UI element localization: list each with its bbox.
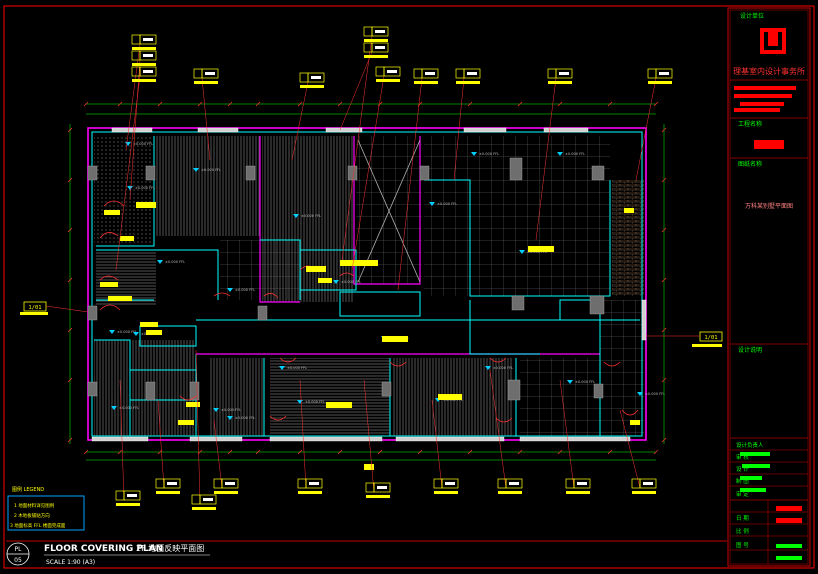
level-marker: [133, 332, 139, 336]
level-label: ±0.000 FFL: [133, 142, 153, 146]
design-label: 设 计: [736, 465, 749, 473]
legend-title: 图例 LEGEND: [12, 486, 44, 493]
plan-subtitle: 2F 地面反映平面图: [136, 543, 204, 553]
level-label: ±0.000 FFL: [221, 408, 241, 412]
level-marker: [213, 408, 219, 412]
callout-bubble: [363, 26, 373, 37]
level-marker: [637, 392, 643, 396]
level-marker: [519, 250, 525, 254]
level-label: ±0.000 FFL: [201, 168, 221, 172]
side-tag-left: 1/01: [20, 301, 89, 315]
callout-bubble: [547, 68, 557, 79]
callout-bubble: [191, 494, 201, 505]
level-marker: [557, 152, 563, 156]
legend-item: 2 木地板铺贴方向: [14, 512, 50, 519]
designer-label: 设计负责人: [736, 441, 764, 449]
callout-bubble: [297, 478, 307, 489]
legend-box: 图例 LEGEND 1 地面材料详见图例 2 木地板铺贴方向 3 地面标高 FF…: [7, 486, 85, 531]
tb-label-top: 设计单位: [740, 12, 764, 20]
no-label: 图 号: [736, 541, 749, 549]
side-tag-right: 1/01: [646, 331, 723, 347]
callout-bubble: [647, 68, 657, 79]
drawing-label: 图纸名称: [738, 160, 762, 168]
callout-bubble: [365, 482, 375, 493]
level-label: ±0.000 FFL: [575, 380, 595, 384]
callout-bubble: [131, 34, 141, 45]
level-label: ±0.000 FFL: [305, 400, 325, 404]
svg-text:1/01: 1/01: [28, 305, 41, 311]
sheet-prefix: PL: [15, 546, 23, 553]
level-marker: [279, 366, 285, 370]
sheet-frame: [3, 5, 815, 569]
callout-bubble: [413, 68, 423, 79]
level-label: ±0.000 FFL: [479, 152, 499, 156]
level-label: ±0.000 FFL: [565, 152, 585, 156]
level-label: ±0.000 FFL: [437, 202, 457, 206]
legend-item: 3 地面标高 FFL 楼面完成面: [10, 522, 66, 529]
approve-label: 审 定: [736, 490, 749, 498]
date-label: 日 期: [736, 515, 749, 522]
firm-logo: [760, 28, 786, 54]
drawing-title: 万科某别墅平面图: [745, 202, 793, 210]
level-label: ±0.000 FFL: [493, 366, 513, 370]
level-label: ±0.000 FFL: [135, 186, 155, 190]
level-marker: [127, 186, 133, 190]
plan-title: FLOOR COVERING PLAN: [44, 544, 163, 554]
draw-label: 制 图: [736, 477, 749, 485]
level-marker: [125, 142, 131, 146]
level-marker: [193, 168, 199, 172]
level-label: ±0.000 FFL: [235, 416, 255, 420]
callout-bubble: [155, 478, 165, 489]
level-label: ±0.000 FFL: [287, 366, 307, 370]
title-block: 设计单位 理基室内设计事务所 工程名称 图纸名称 万科某别墅平面图 设计说明 设…: [727, 7, 811, 567]
plan-scale: SCALE 1:90 (A3): [46, 559, 95, 566]
svg-text:1/01: 1/01: [704, 335, 717, 341]
level-marker: [157, 260, 163, 264]
project-label: 工程名称: [738, 120, 762, 128]
level-marker: [297, 400, 303, 404]
level-marker: [429, 202, 435, 206]
callout-bubble: [213, 478, 223, 489]
level-label: ±0.000 FFL: [117, 330, 137, 334]
level-marker: [227, 288, 233, 292]
callout-bubble: [299, 72, 309, 83]
level-label: ±0.000 FFL: [119, 406, 139, 410]
level-label: ±0.000 FFL: [235, 288, 255, 292]
callout-bubble: [115, 490, 125, 501]
level-marker: [485, 366, 491, 370]
level-label: ±0.000 FFL: [165, 260, 185, 264]
scale-label: 比 例: [736, 527, 749, 535]
level-label: ±0.000 FFL: [341, 280, 361, 284]
firm-name: 理基室内设计事务所: [733, 66, 805, 76]
level-marker: [471, 152, 477, 156]
notes-label: 设计说明: [738, 346, 762, 354]
legend-item: 1 地面材料详见图例: [14, 502, 55, 509]
drawing-title-block: PL 05 FLOOR COVERING PLAN 2F 地面反映平面图 SCA…: [6, 542, 210, 566]
level-marker: [567, 380, 573, 384]
callout-bubble: [193, 68, 203, 79]
callout-bubble: [375, 66, 385, 77]
level-marker: [227, 416, 233, 420]
check-label: 审 核: [736, 453, 749, 461]
level-label: ±0.000 FFL: [301, 214, 321, 218]
level-marker: [293, 214, 299, 218]
callout-bubble: [433, 478, 443, 489]
level-marker: [333, 280, 339, 284]
level-label: ±0.000 FFL: [645, 392, 665, 396]
sheet-number: 05: [14, 557, 22, 564]
level-marker: [111, 406, 117, 410]
level-marker: [109, 330, 115, 334]
floor-plan: ±0.000 FFL ±0.000 FFL ±0.000 FFL ±0.000 FFL…: [87, 127, 665, 470]
callout-bubble: [455, 68, 465, 79]
